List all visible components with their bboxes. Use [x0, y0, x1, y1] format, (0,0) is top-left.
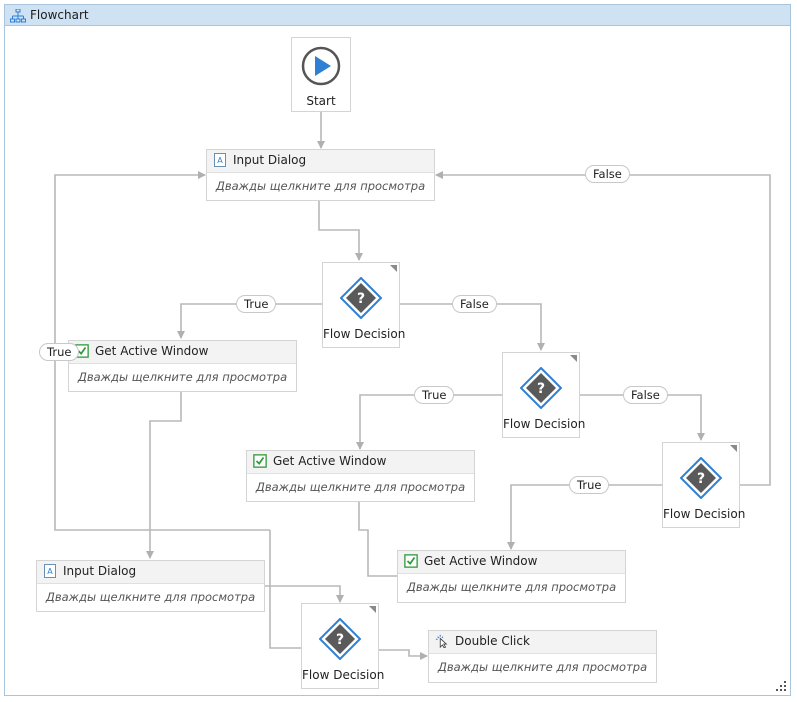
connector-decision2-true: [356, 394, 502, 450]
connector-label-true[interactable]: True: [414, 386, 455, 404]
decision-diamond-icon: ?: [520, 367, 562, 409]
checkbox-icon: [75, 344, 89, 358]
connector-gaw1-input2: [146, 392, 182, 559]
activity-title: Double Click: [455, 634, 530, 648]
activity-get-active-window-2[interactable]: Get Active Window Дважды щелкните для пр…: [246, 450, 475, 502]
corner-marker: [390, 265, 397, 272]
flow-decision-4[interactable]: ? Flow Decision: [301, 603, 385, 689]
connector-decision4-doubleclick: [379, 649, 428, 660]
activity-double-click[interactable]: Double Click Дважды щелкните для просмот…: [428, 630, 657, 683]
cursor-click-icon: [435, 634, 448, 648]
flow-decision-3[interactable]: ? Flow Decision: [662, 442, 746, 528]
flow-decision-1[interactable]: ? Flow Decision: [322, 262, 406, 348]
activity-title: Get Active Window: [95, 344, 209, 358]
start-label: Start: [306, 94, 336, 108]
resize-grip-icon[interactable]: [775, 680, 787, 692]
connector-label-false[interactable]: False: [623, 386, 668, 404]
connector-label-true[interactable]: True: [569, 476, 610, 494]
svg-text:?: ?: [336, 632, 344, 648]
connector-decision4-loop: [269, 530, 301, 649]
activity-title: Get Active Window: [424, 554, 538, 568]
activity-hint: Дважды щелкните для просмотра: [255, 480, 466, 494]
connector-decision2-false: [580, 394, 705, 441]
decision-diamond-icon: ?: [340, 277, 382, 319]
svg-text:A: A: [217, 156, 223, 165]
activity-title: Get Active Window: [273, 454, 387, 468]
input-dialog-icon: A: [44, 564, 56, 578]
activity-input-dialog-2[interactable]: A Input Dialog Дважды щелкните для просм…: [36, 560, 265, 612]
activity-get-active-window-3[interactable]: Get Active Window Дважды щелкните для пр…: [397, 550, 626, 603]
corner-marker: [730, 445, 737, 452]
connector-label-true[interactable]: True: [236, 295, 277, 313]
activity-input-dialog-1[interactable]: A Input Dialog Дважды щелкните для просм…: [206, 149, 435, 201]
svg-text:?: ?: [357, 291, 365, 307]
flowchart-icon: [10, 9, 26, 23]
activity-hint: Дважды щелкните для просмотра: [45, 590, 256, 604]
connector-label-true[interactable]: True: [39, 343, 80, 361]
connector-decision3-true: [507, 484, 662, 550]
svg-text:A: A: [47, 567, 53, 576]
corner-marker: [570, 355, 577, 362]
activity-get-active-window-1[interactable]: Get Active Window Дважды щелкните для пр…: [68, 340, 297, 392]
svg-text:?: ?: [697, 471, 705, 487]
connector-label-false[interactable]: False: [452, 295, 497, 313]
corner-marker: [369, 606, 376, 613]
checkbox-icon: [404, 554, 418, 568]
activity-title: Input Dialog: [233, 153, 307, 167]
activity-hint: Дважды щелкните для просмотра: [437, 660, 648, 674]
designer-title: Flowchart: [30, 8, 89, 22]
decision-label: Flow Decision: [663, 507, 746, 521]
connector-input1-decision1: [318, 201, 363, 261]
decision-label: Flow Decision: [503, 417, 586, 431]
connector-gaw2-gaw3: [358, 502, 397, 577]
activity-hint: Дважды щелкните для просмотра: [406, 580, 617, 594]
connector-decision1-false: [399, 303, 545, 351]
decision-label: Flow Decision: [323, 327, 406, 341]
activity-title: Input Dialog: [63, 564, 137, 578]
connector-input2-decision4: [265, 585, 344, 603]
decision-diamond-icon: ?: [680, 457, 722, 499]
start-node[interactable]: Start: [291, 37, 351, 112]
decision-diamond-icon: ?: [319, 618, 361, 660]
activity-hint: Дважды щелкните для просмотра: [215, 179, 426, 193]
svg-text:?: ?: [537, 381, 545, 397]
decision-label: Flow Decision: [302, 668, 385, 682]
designer-title-bar: Flowchart: [4, 4, 791, 26]
input-dialog-icon: A: [214, 153, 226, 167]
connector-decision3-false: [435, 171, 771, 486]
play-icon: [301, 46, 341, 86]
activity-hint: Дважды щелкните для просмотра: [77, 370, 288, 384]
checkbox-icon: [253, 454, 267, 468]
flow-decision-2[interactable]: ? Flow Decision: [502, 352, 586, 438]
connector-label-false[interactable]: False: [585, 165, 630, 183]
